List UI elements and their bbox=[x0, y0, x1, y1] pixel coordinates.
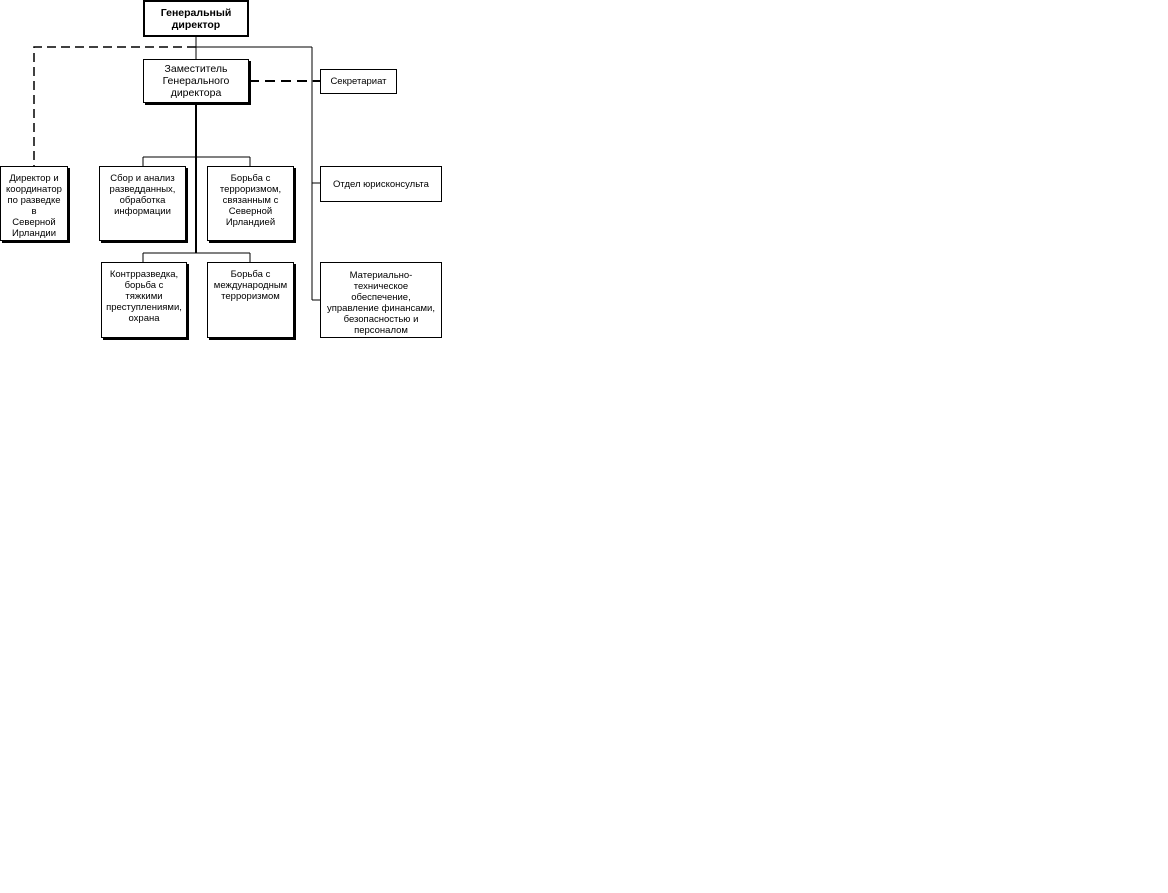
general-director-label: Генеральный директор bbox=[160, 6, 232, 31]
dashed-ni-director bbox=[33, 46, 196, 166]
ni-director-box: Директор и координатор по разведке в Сев… bbox=[0, 166, 68, 241]
legal-label: Отдел юрисконсульта bbox=[333, 178, 429, 190]
secretariat-box: Секретариат bbox=[320, 69, 397, 94]
legal-box: Отдел юрисконсульта bbox=[320, 166, 442, 202]
counterintel-box: Контрразведка, борьба с тяжкими преступл… bbox=[101, 262, 187, 338]
terror-ni-box: Борьба с терроризмом, связанным с Северн… bbox=[207, 166, 294, 241]
intl-terror-label: Борьба с международным терроризмом bbox=[213, 269, 288, 302]
collection-box: Сбор и анализ разведданных, обработка ин… bbox=[99, 166, 186, 241]
logistics-box: Материально-техническое обеспечение, упр… bbox=[320, 262, 442, 338]
secretariat-label: Секретариат bbox=[330, 76, 387, 87]
logistics-label: Материально-техническое обеспечение, упр… bbox=[326, 270, 435, 336]
general-director-box: Генеральный директор bbox=[143, 0, 249, 37]
intl-terror-box: Борьба с международным терроризмом bbox=[207, 262, 294, 338]
counterintel-label: Контрразведка, борьба с тяжкими преступл… bbox=[106, 269, 182, 324]
collection-label: Сбор и анализ разведданных, обработка ин… bbox=[109, 173, 176, 217]
deputy-director-box: Заместитель Генерального директора bbox=[143, 59, 249, 103]
terror-ni-label: Борьба с терроризмом, связанным с Северн… bbox=[219, 173, 282, 228]
ni-director-label: Директор и координатор по разведке в Сев… bbox=[6, 173, 62, 239]
deputy-director-label: Заместитель Генерального директора bbox=[162, 63, 230, 99]
